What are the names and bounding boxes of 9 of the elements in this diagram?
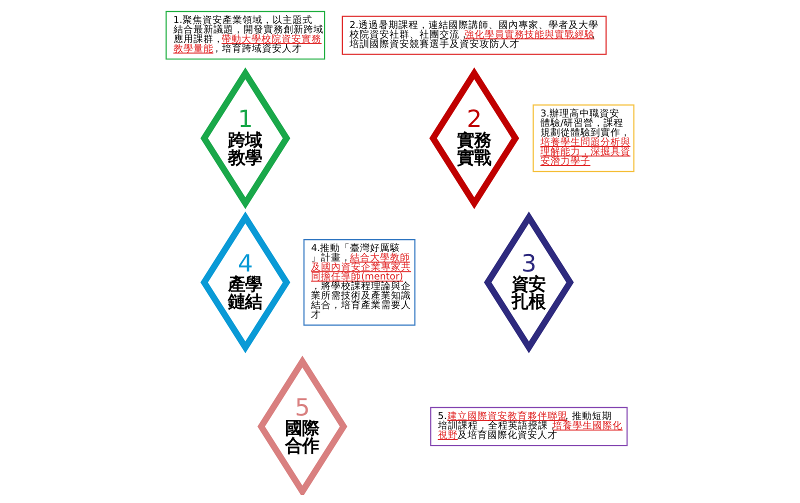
node-diamond: 5 國際合作 [257,356,348,495]
node-box: 1.聚焦資安產業領域，以主題式結合最新議題，開發實務創新跨域應用課群，帶動大學校院資安實務教學量能，培育跨域資安人才 [166,10,326,60]
node-box: 3.辦理高中職資安體驗/研習營，課程規劃從體驗到實作，培養學生問題分析與理解能力，深掘具資安潛力學子 [532,104,634,172]
node-diamond: 2 實務實戰 [429,67,520,210]
node-diamond: 4 產學鏈結 [200,212,290,354]
node-box: 4.推動「臺灣好厲駭」計畫，結合大學教師及國內資安企業專家共同擔任導師(mentor) ，將學校課程理論與企業所需技術及產業知識結合，培育產業需要人才 [303,239,416,326]
node-diamond: 1 跨域教學 [200,67,290,210]
node-box: 5.建立國際資安教育夥伴聯盟，推動短期培訓課程，全程英語授課，培養學生國際化視野及培育國際化資安人才 [430,406,628,446]
node-diamond: 3 資安扎根 [484,212,574,354]
